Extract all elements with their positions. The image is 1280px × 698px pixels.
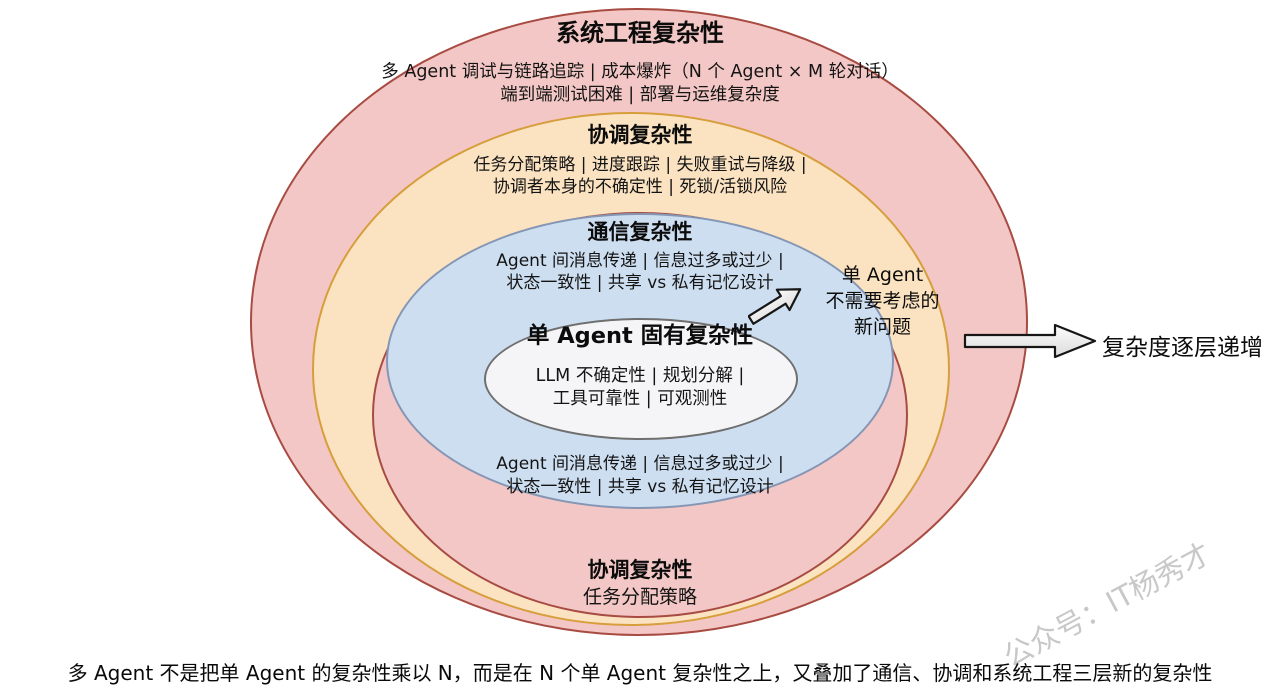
watermark: 公众号：IT杨秀才 <box>997 536 1217 674</box>
coordination-bottom-line: 任务分配策略 <box>582 586 697 608</box>
complexity-arrow-icon <box>963 323 1097 359</box>
communication-bottom-line2: 状态一致性 | 共享 vs 私有记忆设计 <box>506 477 774 497</box>
communication-bottom-details: Agent 间消息传递 | 信息过多或过少 | 状态一致性 | 共享 vs 私有… <box>290 453 990 499</box>
system-engineering-title: 系统工程复杂性 <box>556 19 724 47</box>
callout-arrow-icon <box>748 288 802 325</box>
communication-title: 通信复杂性 <box>587 220 693 244</box>
system-engineering-details: 多 Agent 调试与链路追踪 | 成本爆炸（N 个 Agent × M 轮对话… <box>290 61 990 107</box>
single-agent-line1: LLM 不确定性 | 规划分解 | <box>535 366 745 386</box>
system-engineering-line1: 多 Agent 调试与链路追踪 | 成本爆炸（N 个 Agent × M 轮对话… <box>381 62 899 82</box>
ellipse-single-agent-core <box>484 318 798 440</box>
callout-line3: 新问题 <box>853 316 911 338</box>
single-agent-title: 单 Agent 固有复杂性 <box>526 323 754 349</box>
communication-details: Agent 间消息传递 | 信息过多或过少 | 状态一致性 | 共享 vs 私有… <box>290 250 990 294</box>
coordination-line1: 任务分配策略 | 进度跟踪 | 失败重试与降级 | <box>473 155 807 175</box>
coordination-title: 协调复杂性 <box>587 123 693 147</box>
callout-line2: 不需要考虑的 <box>825 290 940 312</box>
communication-line1: Agent 间消息传递 | 信息过多或过少 | <box>496 251 784 271</box>
coordination-line2: 协调者本身的不确定性 | 死锁/活锁风险 <box>492 177 788 197</box>
callout-line1: 单 Agent <box>841 264 924 286</box>
system-engineering-line2: 端到端测试困难 | 部署与运维复杂度 <box>500 85 780 105</box>
coordination-bottom-title: 协调复杂性 <box>587 558 693 582</box>
single-agent-details: LLM 不确定性 | 规划分解 | 工具可靠性 | 可观测性 <box>290 365 990 411</box>
communication-bottom-line1: Agent 间消息传递 | 信息过多或过少 | <box>496 454 784 474</box>
caption: 多 Agent 不是把单 Agent 的复杂性乘以 N，而是在 N 个单 Age… <box>67 661 1213 685</box>
single-agent-line2: 工具可靠性 | 可观测性 <box>552 389 728 409</box>
callout-new-problems: 单 Agent 不需要考虑的 新问题 <box>805 262 960 340</box>
complexity-arrow-label: 复杂度逐层递增 <box>1102 335 1263 361</box>
communication-line2: 状态一致性 | 共享 vs 私有记忆设计 <box>506 273 774 293</box>
coordination-details: 任务分配策略 | 进度跟踪 | 失败重试与降级 | 协调者本身的不确定性 | 死… <box>290 154 990 198</box>
